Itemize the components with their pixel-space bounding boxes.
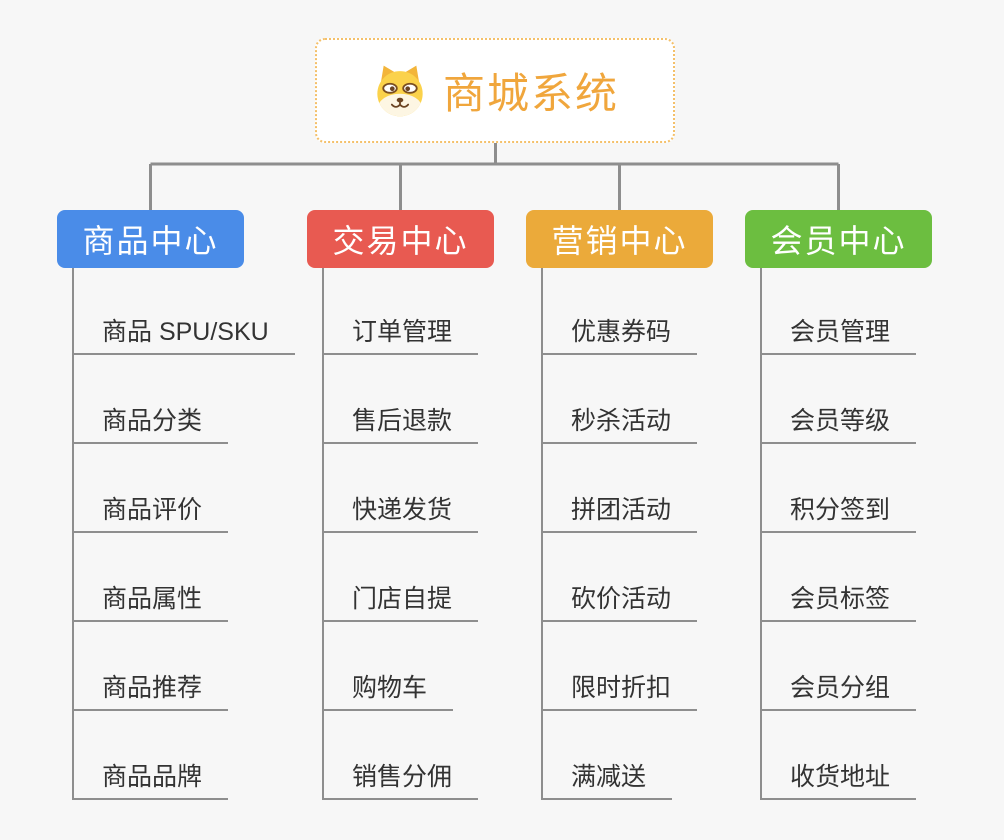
branch-line — [760, 268, 762, 800]
leaf-node[interactable]: 积分签到 — [760, 493, 917, 533]
leaf-node[interactable]: 秒杀活动 — [541, 404, 698, 444]
leaf-node[interactable]: 商品品牌 — [72, 760, 229, 800]
leaf-node[interactable]: 砍价活动 — [541, 582, 698, 622]
leaf-node[interactable]: 优惠券码 — [541, 315, 698, 355]
leaf-node[interactable]: 订单管理 — [322, 315, 479, 355]
leaf-node[interactable]: 会员分组 — [760, 671, 917, 711]
root-title: 商城系统 — [442, 70, 619, 117]
branch-line — [541, 268, 543, 800]
leaf-node[interactable]: 商品属性 — [72, 582, 229, 622]
leaf-node[interactable]: 商品推荐 — [72, 671, 229, 711]
branch-node-product-center[interactable]: 商品中心 — [57, 210, 244, 268]
leaf-node[interactable]: 门店自提 — [322, 582, 479, 622]
branch-node-member-center[interactable]: 会员中心 — [745, 210, 932, 268]
dog-face-icon — [377, 65, 423, 116]
leaf-node[interactable]: 快递发货 — [322, 493, 479, 533]
branch-line — [322, 268, 324, 800]
leaf-node[interactable]: 收货地址 — [760, 760, 917, 800]
branch-node-marketing-center[interactable]: 营销中心 — [526, 210, 713, 268]
leaf-node[interactable]: 购物车 — [322, 671, 454, 711]
leaf-node[interactable]: 拼团活动 — [541, 493, 698, 533]
leaf-node[interactable]: 销售分佣 — [322, 760, 479, 800]
leaf-node[interactable]: 会员等级 — [760, 404, 917, 444]
leaf-node[interactable]: 会员管理 — [760, 315, 917, 355]
leaf-node[interactable]: 会员标签 — [760, 582, 917, 622]
leaf-node[interactable]: 商品分类 — [72, 404, 229, 444]
leaf-node[interactable]: 商品 SPU/SKU — [72, 315, 295, 355]
branch-line — [72, 268, 74, 800]
root-node[interactable]: 商城系统 — [315, 38, 675, 143]
leaf-node[interactable]: 满减送 — [541, 760, 673, 800]
leaf-node[interactable]: 限时折扣 — [541, 671, 698, 711]
branch-node-trade-center[interactable]: 交易中心 — [307, 210, 494, 268]
leaf-node[interactable]: 商品评价 — [72, 493, 229, 533]
leaf-node[interactable]: 售后退款 — [322, 404, 479, 444]
